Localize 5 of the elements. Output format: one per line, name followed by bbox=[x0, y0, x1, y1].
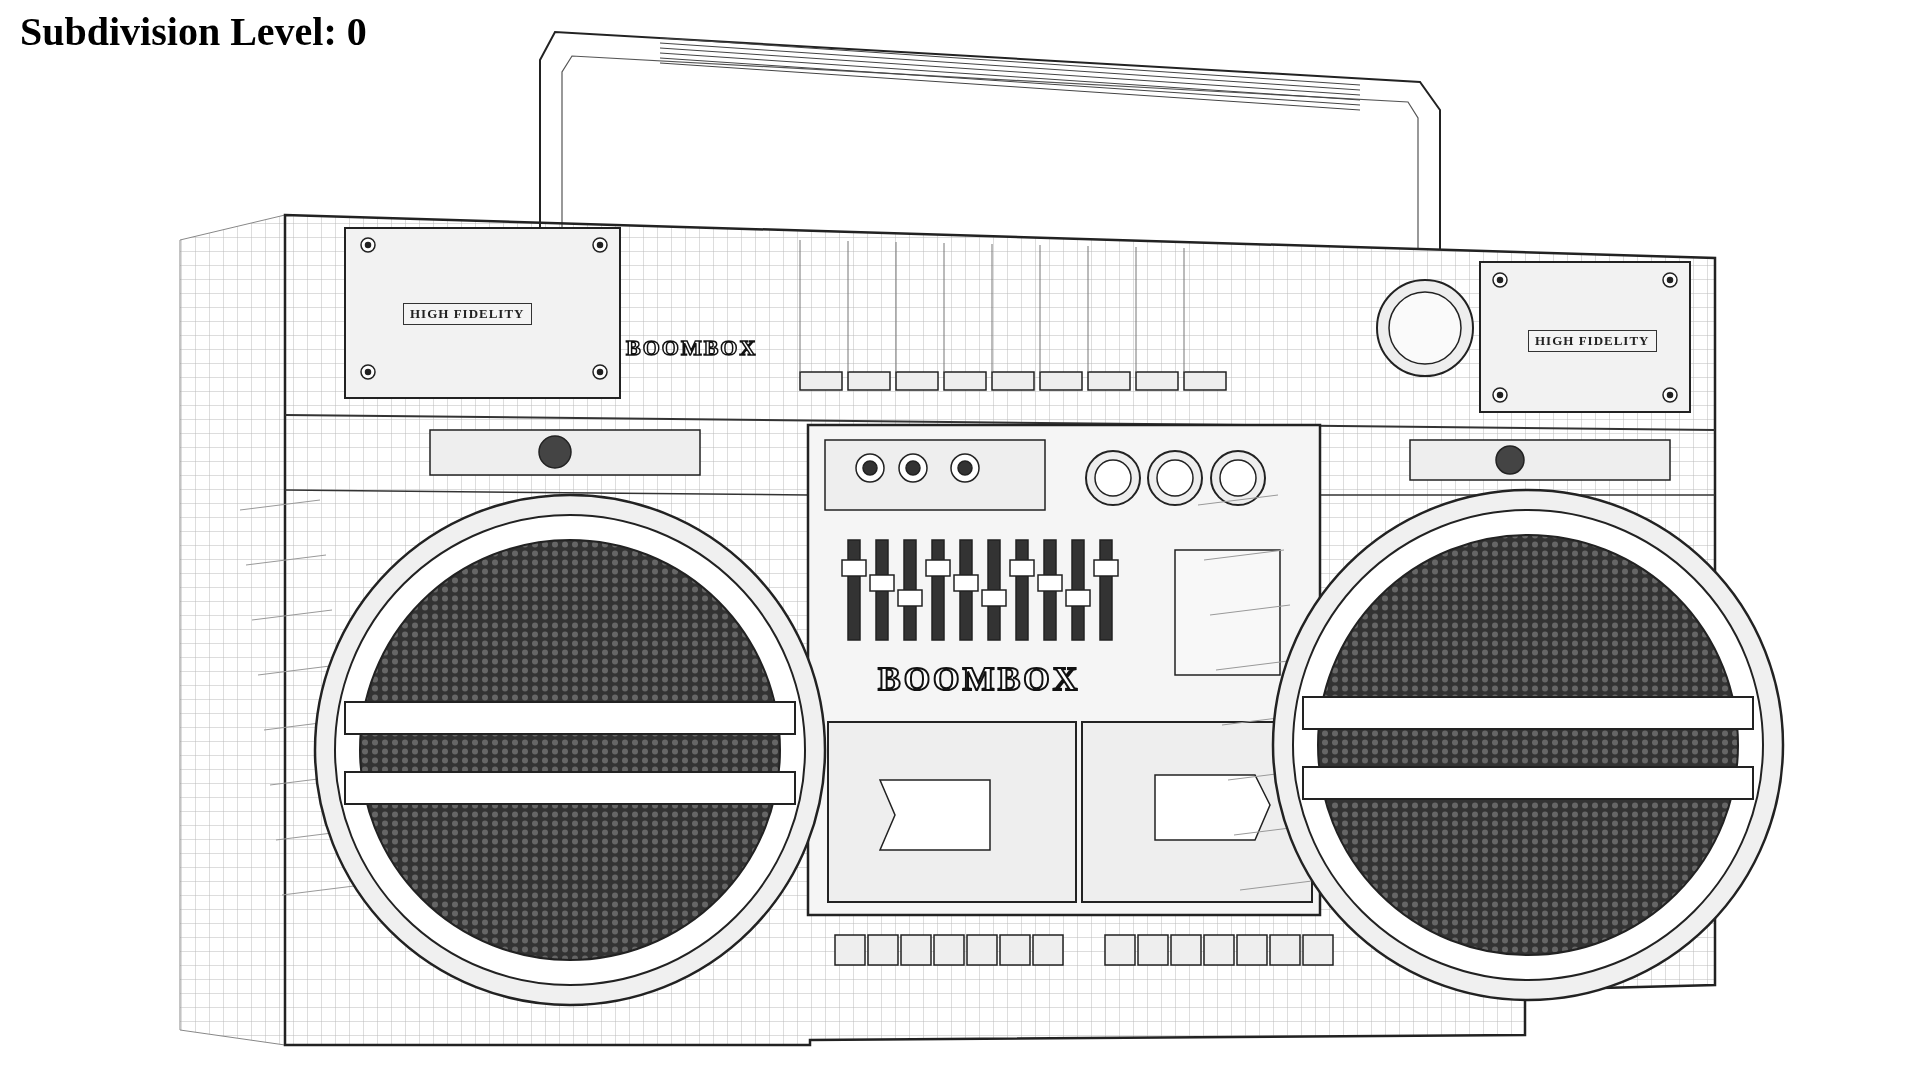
brand-plate-text: BOOMBOX bbox=[626, 335, 758, 361]
tape-deck-label: HIGH FIDELITY bbox=[403, 303, 532, 325]
tape-deck-label: HIGH FIDELITY bbox=[1528, 330, 1657, 352]
front-panel-text: BOOMBOX bbox=[878, 660, 1081, 698]
diagram-title: Subdivision Level: 0 bbox=[20, 8, 367, 55]
